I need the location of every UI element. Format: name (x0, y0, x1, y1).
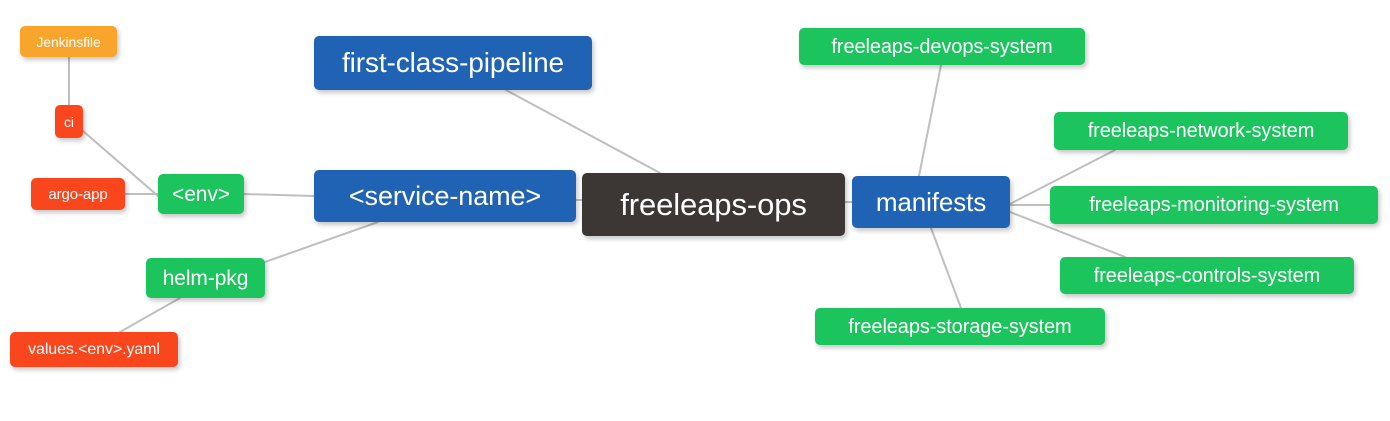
node-label-first-class-pipeline: first-class-pipeline (341, 47, 565, 78)
node-label-monitoring-system: freeleaps-monitoring-system (1089, 194, 1339, 216)
edge-manifests-to-devops-system (918, 64, 942, 177)
node-label-argo-app: argo-app (48, 185, 108, 203)
node-storage-system[interactable]: freeleaps-storage-system (815, 308, 1105, 345)
node-freeleaps-ops[interactable]: freeleaps-ops (582, 173, 845, 236)
node-label-network-system: freeleaps-network-system (1087, 120, 1315, 142)
node-label-jenkinsfile: Jenkinsfile (36, 33, 101, 50)
node-argo-app[interactable]: argo-app (31, 178, 125, 210)
node-jenkinsfile[interactable]: Jenkinsfile (20, 26, 117, 57)
node-label-manifests: manifests (875, 187, 987, 217)
node-label-controls-system: freeleaps-controls-system (1093, 264, 1321, 287)
node-label-devops-system: freeleaps-devops-system (831, 35, 1053, 58)
node-values-yaml[interactable]: values.<env>.yaml (10, 332, 178, 367)
node-controls-system[interactable]: freeleaps-controls-system (1060, 257, 1354, 294)
node-env[interactable]: <env> (158, 174, 244, 214)
node-first-class-pipeline[interactable]: first-class-pipeline (314, 36, 592, 90)
node-label-env: <env> (172, 182, 230, 206)
edge-service-name-to-helm-pkg (264, 221, 379, 263)
node-label-service-name: <service-name> (348, 180, 542, 211)
node-label-ci: ci (64, 113, 74, 130)
node-ci[interactable]: ci (55, 105, 83, 138)
node-manifests[interactable]: manifests (852, 176, 1010, 228)
edge-manifests-to-storage-system (930, 227, 962, 309)
node-devops-system[interactable]: freeleaps-devops-system (799, 28, 1085, 65)
node-label-helm-pkg: helm-pkg (162, 266, 249, 290)
node-service-name[interactable]: <service-name> (314, 170, 576, 222)
node-label-values-yaml: values.<env>.yaml (28, 340, 160, 358)
node-monitoring-system[interactable]: freeleaps-monitoring-system (1050, 186, 1378, 224)
node-label-freeleaps-ops: freeleaps-ops (620, 187, 807, 222)
edge-env-to-service-name (243, 193, 315, 197)
edge-first-class-pipeline-to-freeleaps-ops (505, 89, 661, 174)
edge-helm-pkg-to-values-yaml (119, 297, 181, 333)
node-helm-pkg[interactable]: helm-pkg (146, 258, 265, 298)
node-label-storage-system: freeleaps-storage-system (848, 315, 1072, 338)
node-network-system[interactable]: freeleaps-network-system (1054, 112, 1348, 150)
